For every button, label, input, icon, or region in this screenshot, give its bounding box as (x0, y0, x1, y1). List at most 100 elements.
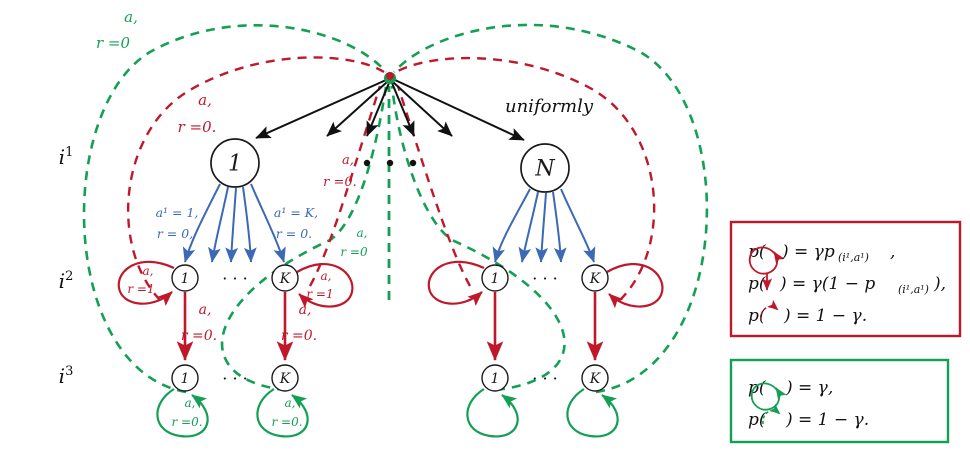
green-legend-line2-suffix: ) = 1 − γ. (785, 410, 869, 430)
self-loop-solid-red-icon (748, 246, 785, 275)
ellipsis-l2-left: · · · (222, 269, 247, 288)
green-self-loop-bK (566, 388, 619, 438)
red-center-line2: r =0. (323, 175, 357, 190)
blue-edge-l4 (242, 186, 257, 263)
level3-node-a-K-label: K (279, 371, 292, 387)
blue-edge-l1 (182, 183, 221, 263)
root-arrow-6 (394, 79, 525, 141)
svg-text:i2: i2 (59, 269, 74, 293)
root-fanout-arrows (255, 79, 525, 141)
green-loop-l3-a1-line2: r =0. (171, 415, 202, 429)
red-down-arrows (176, 292, 604, 362)
red-legend-line1-tail: , (890, 242, 895, 262)
green-loop-l3-a1-line1: a, (185, 396, 196, 410)
blue-edge-l2 (208, 186, 229, 263)
red-arc-right-outer (395, 56, 656, 301)
root-arrow-2 (326, 81, 388, 137)
dashed-arc-green-icon (762, 403, 781, 425)
blue-edge-l5 (250, 183, 286, 263)
blue-edges-left (182, 183, 286, 263)
green-self-loop-aK (256, 388, 309, 438)
level3-node-b-K[interactable]: K (581, 364, 609, 392)
red-self-loops-level2 (117, 260, 664, 309)
level3-node-a-1[interactable]: 1 (171, 364, 199, 392)
dashed-arc-red-icon (760, 299, 779, 321)
red-outer-top-line1: a, (198, 91, 212, 109)
level2-node-a-K[interactable]: K (271, 264, 299, 292)
level-label-1-sup: 1 (65, 145, 73, 160)
red-outer-top-line2: r =0. (178, 118, 217, 136)
root-node[interactable] (384, 72, 396, 84)
green-outer-top-line1: a, (124, 8, 138, 26)
blue-edge-r2 (518, 191, 539, 263)
blue-edge-r5 (560, 188, 596, 263)
green-loop-l3-aK-line1: a, (285, 396, 296, 410)
level3-node-b-1-label: 1 (491, 371, 500, 387)
red-legend-line1-prefix: p( (748, 242, 766, 262)
level-label-1: i1 (59, 145, 74, 169)
red-legend-line2-sub: (i¹,a¹) (898, 283, 929, 296)
root-arrow-1 (255, 79, 387, 139)
green-outer-top-line2: r =0 (96, 34, 131, 52)
level2-node-b-1[interactable]: 1 (481, 264, 509, 292)
self-loop-solid-green-icon (750, 382, 787, 411)
red-self-loop-a1 (117, 260, 175, 306)
level1-node-N[interactable]: N (520, 143, 570, 193)
green-loop-l3-aK-line2: r =0. (271, 415, 302, 429)
level3-node-a-1-label: 1 (181, 371, 190, 387)
red-center-line1: a, (342, 153, 354, 168)
green-legend-line1-prefix: p( (748, 378, 766, 398)
green-self-loops-level3 (156, 388, 619, 438)
level1-node-1[interactable]: 1 (210, 138, 260, 188)
level3-node-b-K-label: K (589, 371, 602, 387)
blue-edge-l3 (225, 187, 239, 263)
level3-node-b-1[interactable]: 1 (481, 364, 509, 392)
red-legend-line2-suffix: ) = γ(1 − p (779, 274, 875, 294)
ellipsis-l3-left: · · · (222, 369, 247, 388)
level-label-3-base: i (59, 364, 65, 388)
red-arc-left-outer (126, 56, 385, 301)
level-label-2-base: i (59, 269, 65, 293)
blue-edge-r1 (492, 188, 531, 263)
root-arrow-3 (366, 82, 390, 137)
blue-edges-right (492, 188, 596, 263)
level3-node-a-K[interactable]: K (271, 364, 299, 392)
level1-node-1-label: 1 (228, 152, 242, 177)
level-label-2: i2 (59, 269, 74, 293)
root-arrow-4 (391, 82, 415, 137)
level2-node-b-K[interactable]: K (581, 264, 609, 292)
level2-node-a-1[interactable]: 1 (171, 264, 199, 292)
red-loop-l2-b-line1: a, (321, 269, 332, 283)
green-self-loop-a1 (156, 388, 209, 438)
level-label-3: i3 (59, 364, 74, 388)
red-legend-line2-tail: ), (933, 274, 946, 294)
blue-left-last-line1: a¹ = K, (274, 205, 318, 220)
red-loop-l2-a-line1: a, (143, 264, 154, 278)
red-down-a1-line2: r =0. (181, 328, 217, 344)
root-arrow-5 (392, 81, 453, 137)
level-label-1-base: i (59, 145, 65, 169)
green-legend-box: p( ) = γ, p( ) = 1 − γ. (729, 358, 950, 444)
red-self-loop-bK (606, 263, 664, 309)
green-center-line1: a, (357, 226, 368, 240)
uniformly-label: uniformly (505, 96, 594, 117)
blue-edge-r4 (552, 191, 567, 263)
red-down-a1-line1: a, (199, 302, 212, 318)
blue-edge-r3 (535, 192, 549, 263)
red-legend-line3-prefix: p( (748, 306, 766, 326)
level2-node-a-1-label: 1 (181, 271, 190, 287)
green-legend-line2-prefix: p( (748, 410, 766, 430)
level1-node-N-label: N (534, 157, 555, 182)
red-loop-l2-b-line2: r =1 (306, 287, 333, 301)
red-down-aK-line1: a, (299, 302, 312, 318)
svg-text:i3: i3 (59, 364, 74, 388)
level1-ellipsis (363, 159, 417, 167)
red-arc-right-inner (396, 85, 472, 287)
blue-left-first-line2: r = 0, (157, 226, 193, 241)
level-label-2-sup: 2 (65, 269, 73, 284)
level2-node-b-K-label: K (589, 271, 602, 287)
red-outer-arcs (126, 56, 656, 301)
red-legend-line1-suffix: ) = γp (781, 242, 835, 262)
